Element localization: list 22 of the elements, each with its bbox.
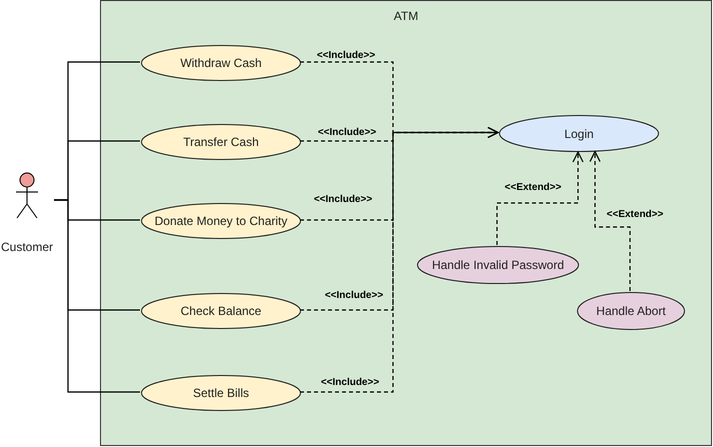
edge-label: <<Include>> (312, 195, 374, 205)
system-name: ATM (392, 8, 420, 25)
dependency-arrow (496, 151, 584, 245)
association-line (54, 199, 140, 393)
use-case-ellipse: Login (499, 115, 659, 152)
dependency-arrow (589, 150, 631, 291)
use-case-ellipse: Check Balance (141, 293, 301, 329)
use-case-ellipse: Donate Money to Charity (141, 203, 301, 239)
edge-label: <<Include>> (316, 51, 376, 61)
dependency-arrow (300, 126, 499, 393)
actor-label: Customer (0, 239, 54, 256)
edge-label: <<Extend>> (504, 183, 562, 193)
use-case-ellipse: Transfer Cash (141, 124, 301, 160)
use-case-ellipse: Withdraw Cash (141, 45, 301, 81)
use-case-ellipse: Handle Invalid Password (417, 246, 579, 284)
edge-label: <<Extend>> (606, 210, 664, 220)
use-case-ellipse: Settle Bills (141, 375, 301, 411)
use-case-ellipse: Handle Abort (577, 292, 685, 330)
edge-label: <<Include>> (316, 128, 378, 138)
edge-label: <<Include>> (324, 291, 384, 301)
edge-label: <<Include>> (320, 378, 380, 388)
system-boundary (100, 0, 712, 446)
